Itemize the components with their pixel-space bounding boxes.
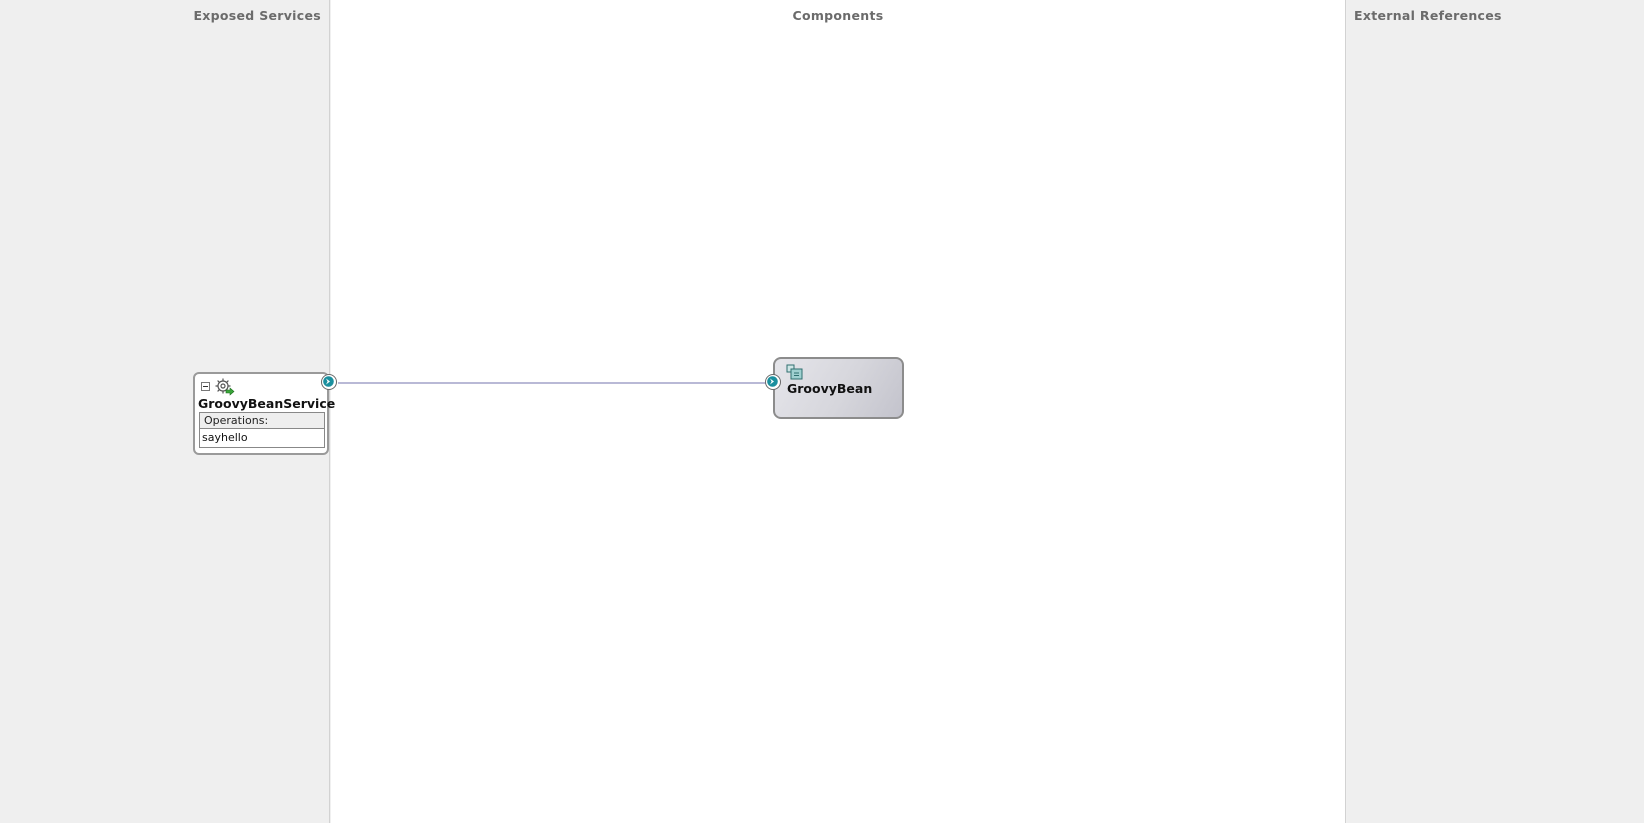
components-title: Components [792, 8, 884, 23]
operations-label: Operations: [200, 413, 324, 429]
groovy-bean-icon [786, 364, 803, 380]
service-name: GroovyBeanService [198, 396, 336, 411]
component-port[interactable] [765, 374, 781, 390]
chevron-right-icon [767, 376, 778, 387]
exposed-services-title: Exposed Services [193, 8, 321, 23]
collapse-icon[interactable] [201, 382, 210, 391]
external-references-title: External References [1354, 8, 1502, 23]
groovy-bean-component[interactable]: GroovyBean [773, 357, 904, 419]
operations-panel: Operations: sayhello [199, 412, 325, 448]
service-box[interactable]: GroovyBeanService Operations: sayhello [193, 372, 335, 455]
component-name: GroovyBean [787, 381, 873, 396]
service-port[interactable] [321, 374, 337, 390]
gear-icon [215, 378, 235, 396]
chevron-right-icon [323, 376, 334, 387]
operation-item[interactable]: sayhello [202, 431, 248, 444]
external-references-lane[interactable]: External References [1347, 0, 1644, 823]
